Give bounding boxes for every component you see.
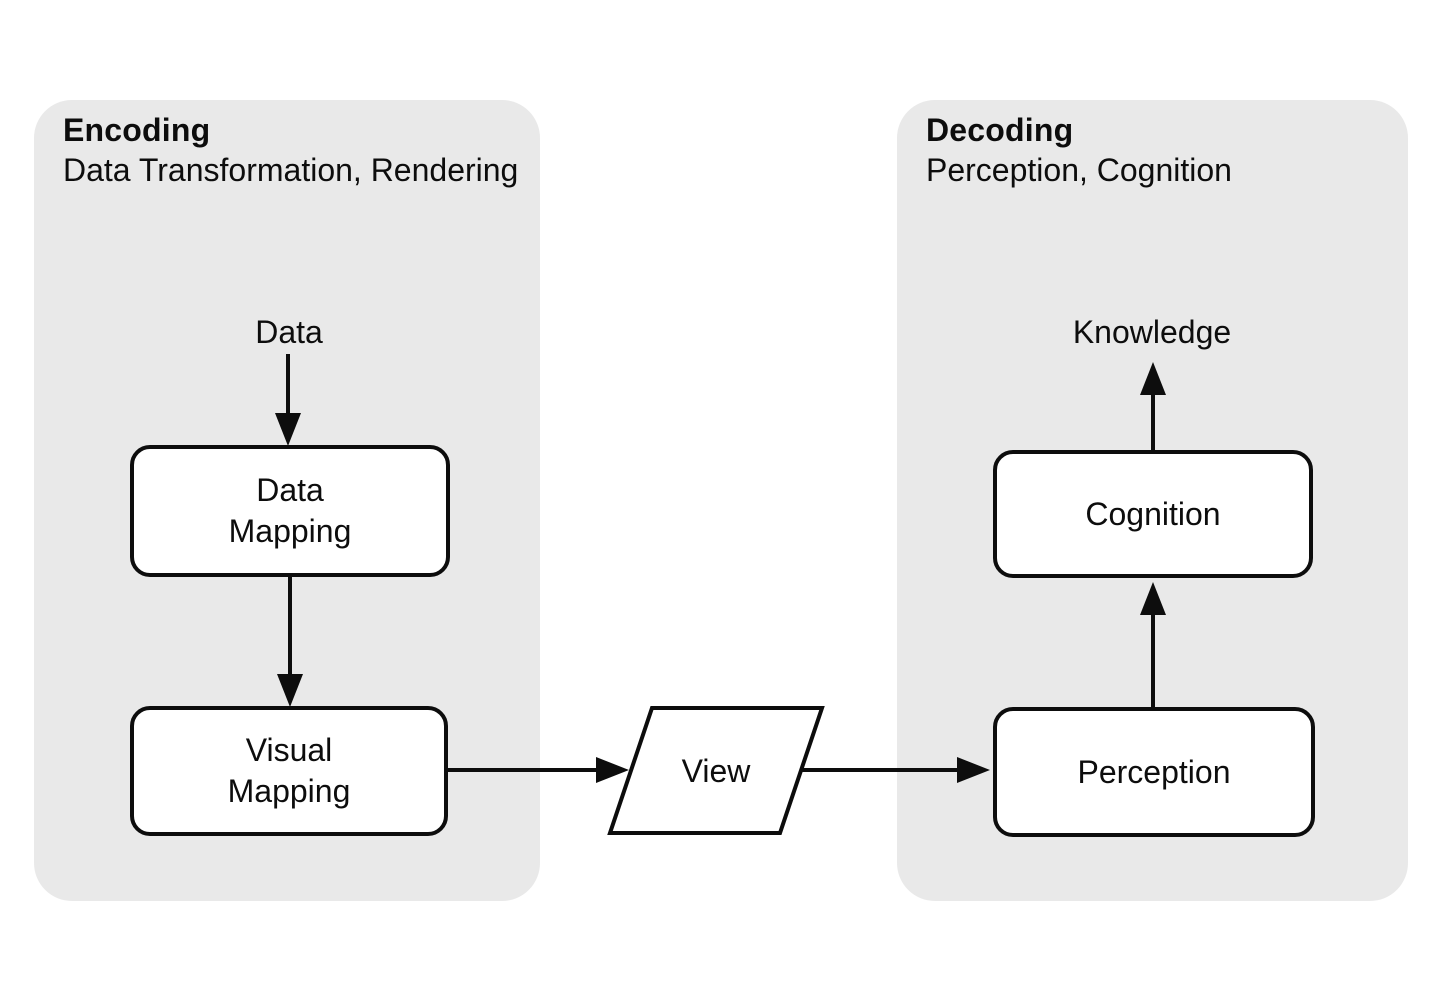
arrowhead-perception-to-cognition-icon [1140,582,1166,615]
perception-node: Perception [993,707,1315,837]
arrowhead-visual-mapping-to-view-icon [596,757,629,783]
arrowhead-cognition-to-knowledge-icon [1140,362,1166,395]
arrowhead-data-to-data-mapping-icon [275,413,301,446]
encoding-subtitle: Data Transformation, Rendering [63,152,519,188]
decoding-subtitle: Perception, Cognition [926,152,1232,188]
decoding-title: Decoding [926,112,1074,148]
decoding-panel-header: Decoding Perception, Cognition [897,100,1408,190]
view-shape [607,706,825,835]
perception-label: Perception [1077,753,1231,790]
data-mapping-label-line2: Mapping [228,513,352,549]
encoding-panel-header: Encoding Data Transformation, Rendering [34,100,540,190]
arrowhead-data-mapping-to-visual-mapping-icon [277,674,303,707]
data-label: Data [255,314,323,350]
data-mapping-node: Data Mapping [130,445,450,577]
knowledge-label: Knowledge [1072,314,1232,350]
arrowhead-view-to-perception-icon [957,757,990,783]
visual-mapping-node: Visual Mapping [130,706,448,836]
cognition-label: Cognition [1085,495,1221,532]
visual-mapping-label-line1: Visual [245,732,333,768]
view-label: View [681,753,751,789]
encoding-title: Encoding [63,112,211,148]
visual-mapping-label-line2: Mapping [227,773,351,809]
data-mapping-label-line1: Data [256,472,324,508]
cognition-node: Cognition [993,450,1313,578]
